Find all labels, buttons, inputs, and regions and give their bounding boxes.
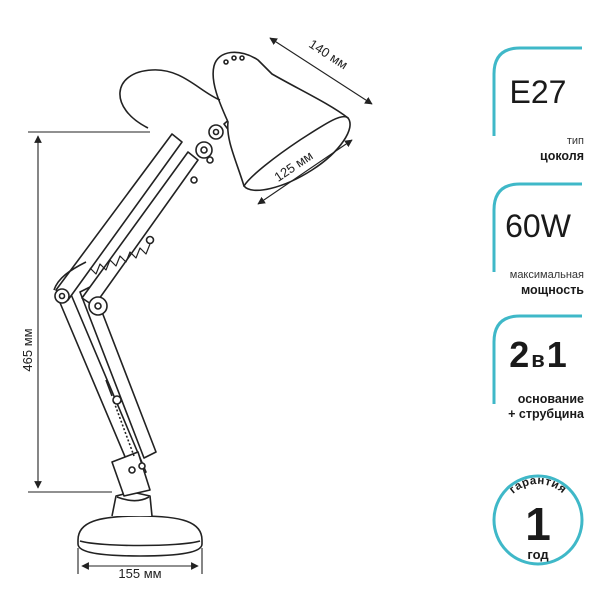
- warranty-value: 1: [525, 498, 551, 550]
- label-base-width: 155 мм: [118, 566, 161, 581]
- lamp-joints: [54, 124, 224, 316]
- caption-line-1: основание: [517, 392, 584, 406]
- warranty-seal: гарантия 1 год: [492, 474, 584, 566]
- warranty-label: гарантия: [507, 475, 568, 496]
- badge-caption-2in1: основание + струбцина: [484, 392, 584, 422]
- badge-caption-socket: тип цоколя: [484, 134, 584, 164]
- badge-value-2in1: 2в1: [490, 334, 586, 376]
- badge-value-socket: E27: [509, 74, 567, 110]
- label-total-height: 465 мм: [20, 328, 35, 371]
- caption-line-2: мощность: [520, 283, 584, 297]
- label-shade-width: 140 мм: [306, 36, 350, 72]
- lamp-cord: [119, 69, 221, 129]
- caption-line-1: максимальная: [509, 269, 584, 281]
- badge-value-power: 60W: [505, 208, 571, 244]
- badge-frame: [492, 182, 582, 272]
- warranty-ring: [492, 474, 584, 566]
- badge-frame: [492, 46, 582, 136]
- lamp-lower-arm: [57, 285, 157, 497]
- badge-caption-power: максимальная мощность: [484, 268, 584, 298]
- caption-line-2: цоколя: [540, 149, 584, 163]
- caption-line-2: + струбцина: [508, 407, 584, 421]
- caption-line-1: тип: [566, 135, 584, 147]
- warranty-unit: год: [527, 547, 549, 562]
- dimension-shade-height: [257, 139, 353, 205]
- dimension-total-height: [28, 131, 150, 493]
- value-mid: в: [531, 347, 545, 372]
- value-end: 1: [546, 334, 567, 375]
- dimension-base-width: [77, 548, 203, 574]
- value-main: 2: [509, 334, 530, 375]
- badge-frame: [492, 314, 582, 404]
- lamp-upper-arm: [53, 133, 199, 307]
- dimension-shade-width: [269, 37, 373, 105]
- lamp-base: [77, 491, 203, 557]
